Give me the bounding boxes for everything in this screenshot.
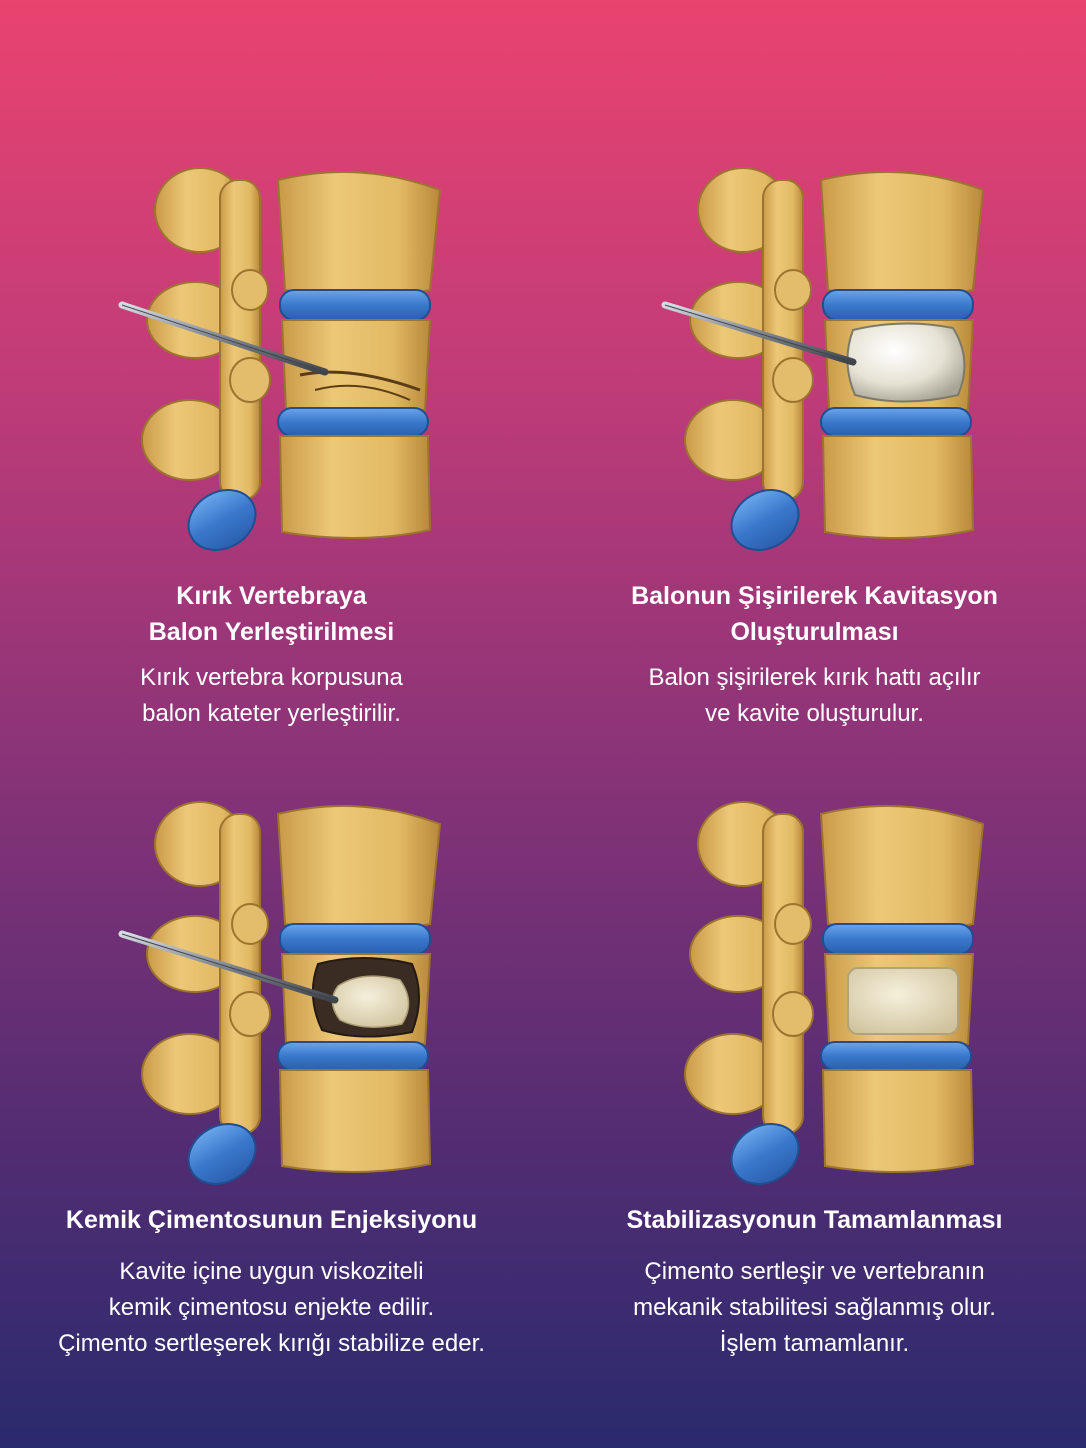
vertebral-body-stack (276, 171, 442, 540)
cavity-icon (311, 957, 420, 1038)
step-panel-3: Kemik Çimentosunun Enjeksiyonu Kavite iç… (0, 724, 543, 1448)
step-description: Kırık vertebra korpusuna balon kateter y… (140, 664, 403, 727)
step-description: Çimento sertleşir ve vertebranın mekanik… (633, 1258, 996, 1357)
step-title: Balonun Şişirilerek Kavitasyon Oluşturul… (631, 582, 998, 646)
balloon-icon (846, 322, 966, 403)
step-description: Balon şişirilerek kırık hattı açılır ve … (648, 664, 981, 727)
vertebra-stabilized-illustration (643, 774, 1003, 1194)
ligament (187, 489, 257, 551)
vertebra-needle-fracture-illustration (100, 140, 460, 560)
vertebra-balloon-inflated-illustration (643, 140, 1003, 560)
ligament (730, 1123, 800, 1185)
needle-icon (118, 301, 329, 376)
step-panel-4: Stabilizasyonun Tamamlanması Çimento ser… (543, 724, 1086, 1448)
vertebra-cement-injection-illustration (100, 774, 460, 1194)
step-title: Stabilizasyonun Tamamlanması (626, 1206, 1003, 1234)
needle-icon (661, 301, 857, 366)
step-description: Kavite içine uygun viskoziteli kemik çim… (58, 1258, 485, 1357)
step-title: Kemik Çimentosunun Enjeksiyonu (65, 1206, 478, 1234)
step-title: Kırık Vertebraya Balon Yerleştirilmesi (148, 582, 395, 646)
ligament (187, 1123, 257, 1185)
spinous-process (684, 801, 814, 1135)
ligament (730, 489, 800, 551)
step-panel-1: Kırık Vertebraya Balon Yerleştirilmesi K… (0, 0, 543, 727)
needle-icon (118, 930, 339, 1004)
spinous-process (141, 801, 271, 1135)
cement-block-icon (847, 967, 959, 1035)
step-panel-2: Balonun Şişirilerek Kavitasyon Oluşturul… (543, 0, 1086, 727)
